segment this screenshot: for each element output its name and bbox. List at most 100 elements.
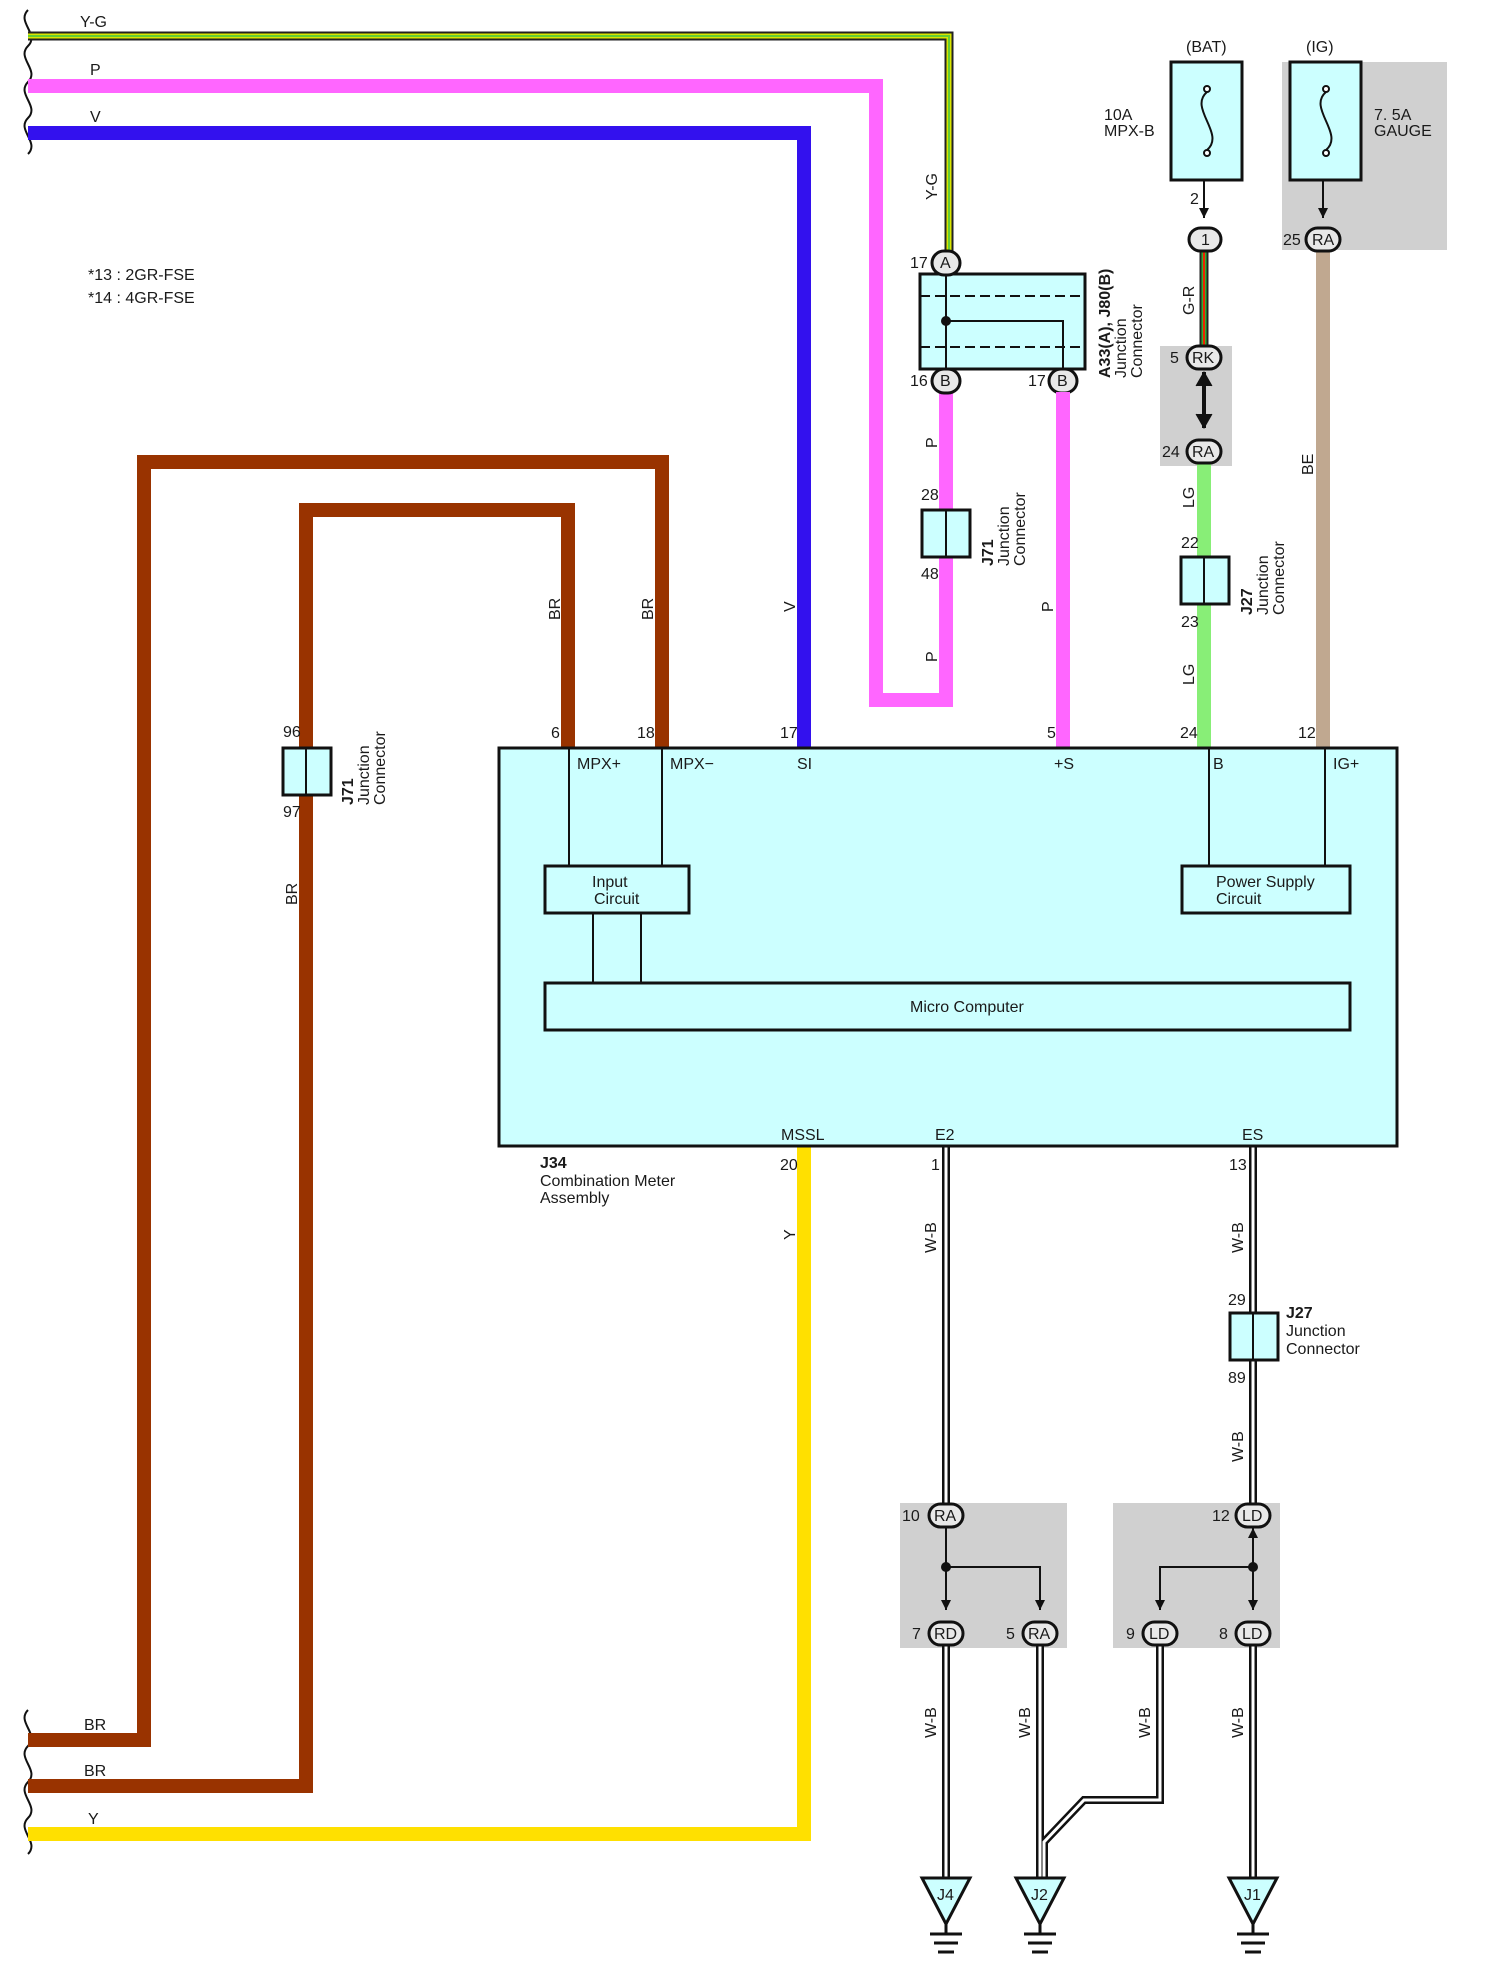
label-v-top: V [90, 109, 101, 126]
pill-ld8-tag: LD [1242, 1626, 1262, 1643]
label-wb-4: W-B [923, 1707, 940, 1738]
note-2gr-fse: *13 : 2GR-FSE [88, 267, 195, 284]
pill-ig-ra [1304, 226, 1342, 253]
pill-ld9 [1141, 1620, 1179, 1647]
meter-code: J34 [540, 1155, 567, 1172]
j27-lower-line2: Connector [1286, 1341, 1360, 1358]
j27-upper-pin-top: 22 [1181, 535, 1199, 552]
label-wb-7: W-B [1230, 1707, 1247, 1738]
terminal-si: SI [797, 756, 812, 773]
pin-5: 5 [1047, 725, 1056, 742]
fuse-ig-name: GAUGE [1374, 123, 1432, 140]
j71-left-line2: Connector [372, 731, 389, 805]
label-br-bottom2: BR [84, 1763, 106, 1780]
j27-lower-code: J27 [1286, 1305, 1313, 1322]
label-wb-6: W-B [1137, 1707, 1154, 1738]
pin-13: 13 [1229, 1157, 1247, 1174]
pin-6: 6 [551, 725, 560, 742]
pill-ra10-pin: 10 [902, 1508, 920, 1525]
power-supply-line2: Circuit [1216, 891, 1262, 908]
a33-pin-b1: 16 [910, 373, 928, 390]
bottom-wires [28, 455, 811, 1841]
micro-computer-label: Micro Computer [910, 999, 1024, 1016]
fuse-wires [1195, 180, 1330, 748]
a33-code: A33(A), J80(B) [1097, 269, 1114, 378]
ground-j2: J2 [1013, 1876, 1067, 1954]
terminal-mssl: MSSL [781, 1127, 825, 1144]
connector-j71-left: 96 97 J71 Junction Connector [281, 724, 389, 821]
connector-j27-upper: 22 23 J27 Junction Connector [1179, 535, 1288, 631]
pill-ra24-tag: RA [1192, 444, 1215, 461]
label-lg-vert1: LG [1181, 487, 1198, 508]
pin-24: 24 [1180, 725, 1198, 742]
ground-j4-label: J4 [937, 1887, 954, 1904]
fuse-ig: (IG) 7. 5A GAUGE [1288, 39, 1432, 182]
fuse-bat-rating: 10A [1104, 107, 1133, 124]
pill-rk [1185, 344, 1223, 371]
wire-v [28, 126, 811, 748]
pill-ig-ra-tag: RA [1312, 232, 1335, 249]
j71-upper-pin-top: 28 [921, 487, 939, 504]
a33-pills: A B B [930, 249, 1079, 395]
j27-upper-code: J27 [1239, 588, 1256, 615]
micro-computer-box [543, 981, 1352, 1032]
a33-pin-b2: 17 [1028, 373, 1046, 390]
label-yg-top: Y-G [80, 14, 107, 31]
pill-rk-tag: RK [1192, 350, 1215, 367]
fuse-ig-header: (IG) [1306, 39, 1334, 56]
meter-name-line1: Combination Meter [540, 1173, 676, 1190]
label-br-vert2: BR [640, 598, 657, 620]
connector-a33-j80: A33(A), J80(B) Junction Connector 17 16 … [910, 255, 1146, 390]
meter-box [497, 746, 1399, 1148]
fuse-bat-header: (BAT) [1186, 39, 1227, 56]
a33-pin-a: 17 [910, 255, 928, 272]
ground-j1: J1 [1226, 1876, 1280, 1954]
pill-rd7 [927, 1620, 965, 1647]
pill-ra5 [1021, 1620, 1059, 1647]
ground-j1-label: J1 [1244, 1887, 1261, 1904]
pill-rk-pin: 5 [1170, 350, 1179, 367]
input-circuit-box [543, 864, 691, 915]
terminal-ig-plus: IG+ [1333, 756, 1359, 773]
pill-bat-1 [1187, 226, 1223, 253]
pill-ra10-tag: RA [934, 1508, 957, 1525]
pill-ld9-tag: LD [1149, 1626, 1169, 1643]
splice-dots [941, 1562, 1258, 1572]
a33-line1: Junction [1113, 318, 1130, 378]
pin-17: 17 [780, 725, 798, 742]
pill-ra10 [927, 1502, 965, 1529]
j71-upper-code: J71 [980, 539, 997, 566]
terminal-plus-s: +S [1054, 756, 1074, 773]
pill-ld12-pin: 12 [1212, 1508, 1230, 1525]
j71-upper-pin-bottom: 48 [921, 566, 939, 583]
grounds: J4 J2 J1 [919, 1876, 1280, 1954]
j27-lower-pin-bottom: 89 [1228, 1370, 1246, 1387]
a33-tag-b2: B [1057, 373, 1068, 390]
a33-tag-a: A [940, 255, 951, 272]
pill-ld8-pin: 8 [1219, 1626, 1228, 1643]
pill-bat-1-tag: 1 [1201, 232, 1210, 249]
pill-ra24-pin: 24 [1162, 444, 1180, 461]
wire-yg-stripe [28, 35, 950, 252]
j27-upper-pin-bottom: 23 [1181, 614, 1199, 631]
j27-upper-line2: Connector [1271, 541, 1288, 615]
label-p-top: P [90, 62, 101, 79]
label-p-vert3: P [1040, 601, 1057, 612]
pill-ld8 [1234, 1620, 1272, 1647]
pill-ld12-tag: LD [1242, 1508, 1262, 1525]
a33-tag-b1: B [940, 373, 951, 390]
terminal-e2: E2 [935, 1127, 955, 1144]
break-marks [23, 9, 33, 1855]
power-supply-box [1180, 864, 1352, 915]
label-br-vert1: BR [547, 598, 564, 620]
pill-connectors: 1 RA 25 RK 5 RA 24 RA 10 RD 7 RA 5 LD 12… [902, 226, 1342, 1647]
a33-line2: Connector [1129, 304, 1146, 378]
pill-ra5-tag: RA [1028, 1626, 1051, 1643]
pill-ig-ra-pin: 25 [1283, 232, 1301, 249]
input-circuit-line2: Circuit [594, 891, 640, 908]
ground-j4: J4 [919, 1876, 973, 1954]
connector-j27-lower: 29 89 J27 Junction Connector [1228, 1292, 1360, 1387]
j27-lower-pin-top: 29 [1228, 1292, 1246, 1309]
wire-br-inner [28, 503, 575, 1793]
